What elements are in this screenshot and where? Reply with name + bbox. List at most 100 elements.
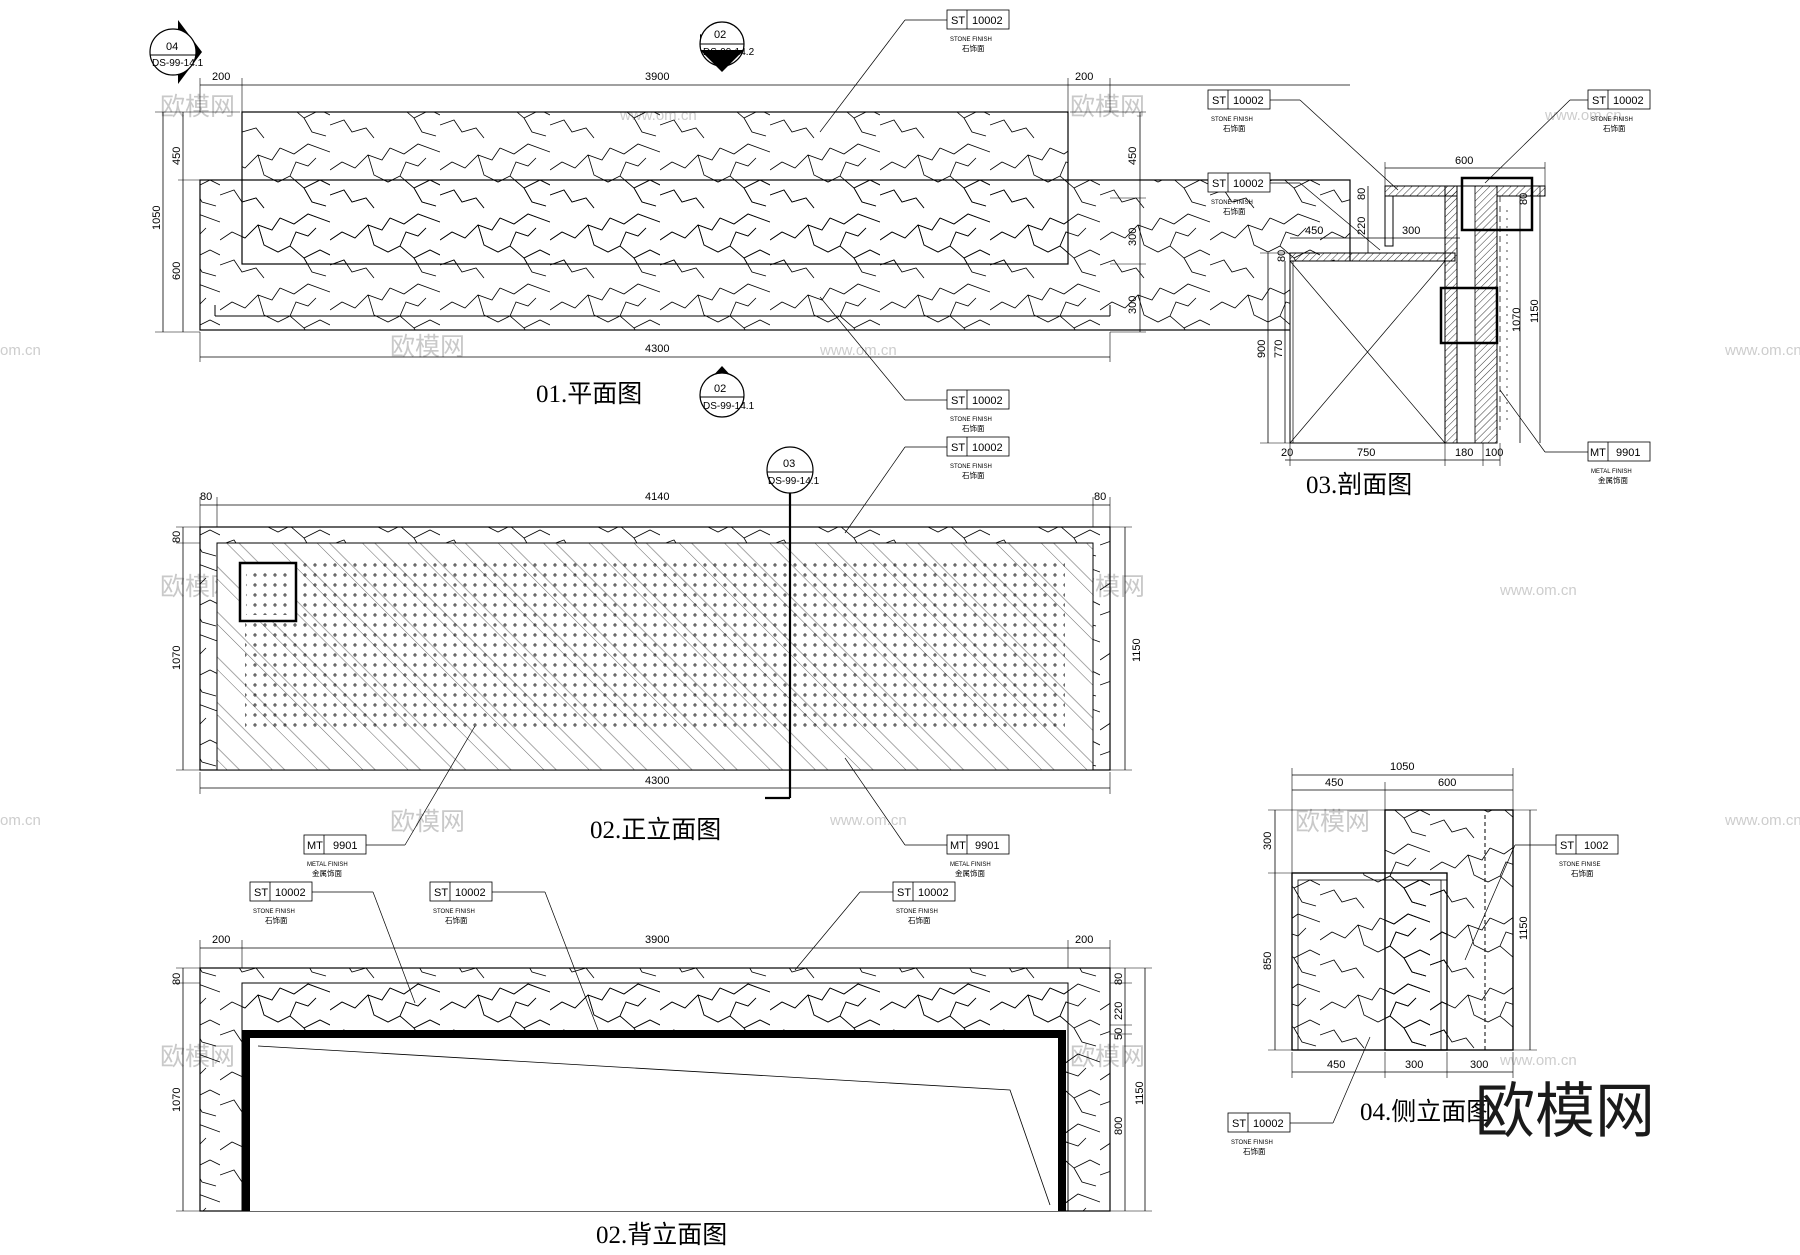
material-tag-stone: ST 10002 STONE FINISH 石饰面: [794, 881, 956, 971]
tag-cn: 石饰面: [445, 915, 468, 925]
side-title: 04.侧立面图: [1360, 1098, 1491, 1126]
dim-label: 1050: [1390, 761, 1414, 773]
watermark-url: www.om.cn: [1724, 812, 1800, 829]
section-callout-02-top: 02 DS-99-14.2: [699, 21, 755, 72]
back-opening-frame: [242, 1030, 1066, 1211]
tag-number: 10002: [918, 887, 949, 899]
tag-number: 10002: [972, 15, 1003, 27]
tag-cn: 石饰面: [1223, 206, 1246, 216]
tag-code: ST: [254, 887, 268, 899]
watermark-url: om.cn: [0, 342, 41, 359]
callout-number: 03: [783, 458, 795, 470]
dim-label: 1150: [1134, 1081, 1146, 1105]
material-tag-metal: MT 9901 METAL FINISH 金属饰面: [844, 757, 1010, 878]
tag-cn: 石饰面: [1223, 123, 1246, 133]
callout-ref: DS-99-14.2: [703, 47, 755, 58]
dim-label: 770: [1273, 340, 1285, 358]
tag-code: ST: [434, 887, 448, 899]
dim-label: 1050: [151, 206, 163, 230]
dim-label: 450: [1305, 225, 1323, 237]
material-tag-stone: ST 10002 STONE FINISH 石饰面: [249, 881, 416, 1004]
tag-code: MT: [1590, 447, 1606, 459]
callout-number: 04: [166, 41, 178, 53]
dim-label: 3900: [645, 71, 669, 83]
dim-label: 450: [1127, 147, 1139, 165]
tag-number: 10002: [972, 395, 1003, 407]
tag-number: 9901: [333, 840, 357, 852]
dim-label: 1070: [1511, 308, 1523, 332]
tag-cn: 石饰面: [1571, 868, 1594, 878]
dim-label: 180: [1455, 447, 1473, 459]
section-callout-04: 04 DS-99-14.1: [149, 20, 204, 84]
tag-code: ST: [951, 395, 965, 407]
watermark-brand: 欧模网: [390, 333, 465, 361]
tag-en: STONE FINISH: [950, 37, 992, 43]
dim-label: 300: [1262, 832, 1274, 850]
tag-code: ST: [1212, 178, 1226, 190]
dim-label: 80: [171, 531, 183, 543]
dim-label: 20: [1281, 447, 1293, 459]
dim-label: 200: [1075, 934, 1093, 946]
watermark-url: www.om.cn: [829, 812, 907, 829]
callout-number: 02: [714, 383, 726, 395]
tag-cn: 石饰面: [962, 470, 985, 480]
side-elevation: 1050 450 600 300 850 1150 450 300 300 04…: [1262, 761, 1537, 1126]
tag-en: STONE FINISH: [950, 464, 992, 470]
tag-code: ST: [1232, 1118, 1246, 1130]
front-title: 02.正立面图: [590, 816, 721, 844]
watermark-brand: 欧模网: [1070, 93, 1145, 121]
back-title: 02.背立面图: [596, 1221, 727, 1249]
callout-ref: DS-99-14.1: [703, 401, 755, 412]
tag-en: STONE FINISE: [1559, 862, 1601, 868]
tag-number: 10002: [455, 887, 486, 899]
plan-dims-right: 450 300 300: [1070, 111, 1146, 333]
dim-label: 80: [200, 491, 212, 503]
plan-dims-bottom: 4300: [199, 332, 1111, 362]
front-dims-left: 80 1070: [171, 526, 200, 771]
dim-label: 1070: [171, 646, 183, 670]
material-tag-stone: ST 10002 STONE FINISH 石饰面: [429, 881, 601, 1036]
plan-view: 200 3900 200 4300 1050 450 600: [151, 71, 1351, 408]
material-tag-stone: ST 1002 STONE FINISE 石饰面: [1464, 834, 1619, 961]
dim-label: 80: [1356, 188, 1368, 200]
watermark-url: www.om.cn: [1499, 1052, 1577, 1069]
tag-code: ST: [1212, 95, 1226, 107]
watermark-url: om.cn: [0, 812, 41, 829]
dim-label: 900: [1256, 340, 1268, 358]
tag-en: STONE FINISH: [896, 909, 938, 915]
front-dims-top: 80 4140 80: [199, 491, 1111, 527]
dim-label: 4140: [645, 491, 669, 503]
dim-label: 4300: [645, 775, 669, 787]
tag-en: METAL FINISH: [307, 862, 348, 868]
material-tag-stone: ST 10002 STONE FINISH 石饰面: [1207, 89, 1399, 191]
dim-label: 80: [1094, 491, 1106, 503]
back-dims-left: 80 1070: [171, 967, 200, 1212]
dim-label: 600: [1455, 155, 1473, 167]
section-title: 03.剖面图: [1306, 471, 1412, 499]
tag-en: STONE FINISH: [1211, 200, 1253, 206]
tag-code: ST: [1592, 95, 1606, 107]
back-dims-top: 200 3900 200: [199, 934, 1111, 968]
tag-en: METAL FINISH: [1591, 469, 1632, 475]
tag-cn: 石饰面: [908, 915, 931, 925]
plan-dims-left: 1050 450 600: [151, 111, 240, 333]
tag-cn: 金属饰面: [312, 868, 342, 878]
material-tag-stone: ST 10002 STONE FINISH 石饰面: [1207, 172, 1381, 251]
tag-cn: 石饰面: [1243, 1146, 1266, 1156]
material-tag-metal: MT 9901 METAL FINISH 金属饰面: [1499, 389, 1651, 485]
dim-label: 80: [1276, 250, 1288, 262]
front-dims-bottom: 4300: [199, 772, 1111, 794]
tag-number: 10002: [1613, 95, 1644, 107]
dim-label: 750: [1357, 447, 1375, 459]
material-tag-stone: ST 10002 STONE FINISH 石饰面: [819, 296, 1010, 433]
tag-code: ST: [951, 15, 965, 27]
tag-code: MT: [950, 840, 966, 852]
watermark-url: www.om.cn: [1544, 107, 1622, 124]
plan-title: 01.平面图: [536, 381, 642, 408]
tag-number: 10002: [275, 887, 306, 899]
tag-en: STONE FINISH: [253, 909, 295, 915]
dim-label: 80: [1113, 973, 1125, 985]
dim-label: 300: [1470, 1059, 1488, 1071]
dim-label: 600: [171, 262, 183, 280]
